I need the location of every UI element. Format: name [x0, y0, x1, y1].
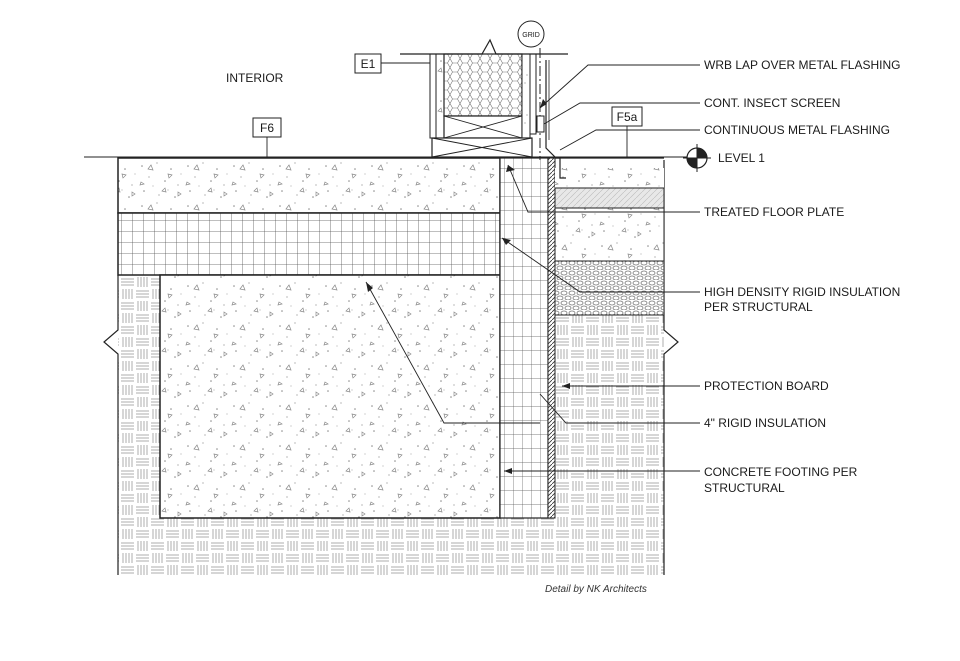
gravel-layer: [554, 260, 665, 316]
callout-footing-line1: CONCRETE FOOTING PER: [704, 465, 858, 479]
level-marker: [683, 144, 711, 172]
callout-floor-plate: TREATED FLOOR PLATE: [704, 205, 844, 219]
wall-assembly: [400, 38, 568, 179]
tag-e1: E1: [354, 53, 430, 74]
callout-wrb: WRB LAP OVER METAL FLASHING: [704, 58, 901, 72]
credit-text: Detail by NK Architects: [545, 584, 647, 595]
exterior-fill: [554, 207, 665, 262]
grid-tag: GRID: [522, 32, 540, 39]
exterior-plank: [554, 187, 665, 209]
tag-f6: F6: [252, 117, 282, 157]
callout-metal-flashing: CONTINUOUS METAL FLASHING: [704, 123, 890, 137]
tag-f6-text: F6: [260, 121, 274, 135]
exterior-topsoil: [555, 168, 664, 188]
tag-f5a: F5a: [611, 106, 643, 157]
callout-protection-board: PROTECTION BOARD: [704, 379, 829, 393]
protection-board: [547, 157, 556, 519]
tag-e1-text: E1: [361, 57, 376, 71]
under-slab-insulation: [117, 212, 501, 276]
leader-arrowheads: [366, 99, 570, 474]
interior-label: INTERIOR: [226, 71, 284, 85]
level-label: LEVEL 1: [718, 151, 765, 165]
concrete-footing: [159, 274, 501, 519]
callout-insect-screen: CONT. INSECT SCREEN: [704, 96, 840, 110]
leader-lines: [365, 64, 700, 472]
grid-marker: GRID: [517, 20, 545, 48]
tag-f5a-text: F5a: [617, 110, 638, 124]
concrete-slab: [117, 157, 501, 214]
vertical-rigid-insulation: [499, 157, 549, 519]
callout-hd-insulation-line2: PER STRUCTURAL: [704, 300, 813, 314]
callout-rigid-insulation: 4" RIGID INSULATION: [704, 416, 826, 430]
callout-footing-line2: STRUCTURAL: [704, 481, 785, 495]
callout-hd-insulation-line1: HIGH DENSITY RIGID INSULATION: [704, 285, 900, 299]
